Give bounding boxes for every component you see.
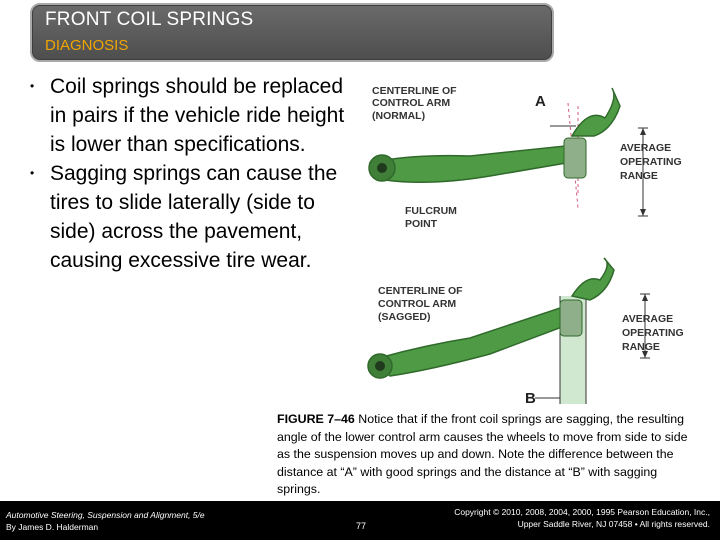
bottom-avg-label-1: AVERAGE — [622, 313, 673, 325]
page-number: 77 — [356, 521, 367, 531]
bullet-text: Coil springs should be replaced in pairs… — [50, 75, 345, 156]
spindle-shape — [570, 87, 621, 137]
bottom-avg-label-2: OPERATING — [622, 327, 684, 339]
top-avg-label-3: RANGE — [620, 170, 658, 182]
sagged-control-arm-diagram: CENTERLINE OF CONTROL ARM (SAGGED) B AVE… — [367, 257, 684, 407]
figure-label: FIGURE 7–46 — [277, 412, 355, 426]
bullet-text: Sagging springs can cause the tires to s… — [50, 162, 338, 272]
bullet-list: • Coil springs should be replaced in pai… — [22, 72, 352, 275]
top-centerline-label-2: CONTROL ARM — [372, 97, 450, 109]
fulcrum-label-2: POINT — [405, 218, 438, 230]
book-author: By James D. Halderman — [6, 522, 99, 532]
slide-title: FRONT COIL SPRINGS — [45, 9, 254, 30]
fulcrum-label-1: FULCRUM — [405, 205, 457, 217]
top-centerline-label-3: (NORMAL) — [372, 110, 425, 122]
top-avg-label-2: OPERATING — [620, 156, 682, 168]
marker-b: B — [525, 390, 536, 407]
slide-subtitle: DIAGNOSIS — [45, 37, 129, 54]
marker-a: A — [535, 93, 546, 110]
title-banner — [30, 3, 554, 62]
publisher-line: Upper Saddle River, NJ 07458 • All right… — [517, 519, 710, 529]
copyright-line: Copyright © 2010, 2008, 2004, 2000, 1995… — [454, 507, 710, 517]
bottom-avg-label-3: RANGE — [622, 341, 660, 353]
control-arm-shape — [368, 145, 574, 183]
top-centerline-label-1: CENTERLINE OF — [372, 85, 457, 97]
bottom-centerline-label-1: CENTERLINE OF — [378, 285, 463, 297]
bottom-centerline-label-2: CONTROL ARM — [378, 298, 456, 310]
bullet-item: • Coil springs should be replaced in pai… — [22, 72, 352, 159]
sagged-spindle-shape — [570, 257, 615, 301]
bullet-item: • Sagging springs can cause the tires to… — [22, 159, 352, 275]
top-avg-label-1: AVERAGE — [620, 142, 671, 154]
figure-caption: FIGURE 7–46 Notice that if the front coi… — [277, 411, 697, 499]
book-title: Automotive Steering, Suspension and Alig… — [6, 510, 205, 520]
normal-control-arm-diagram: CENTERLINE OF CONTROL ARM (NORMAL) A AVE… — [368, 85, 682, 230]
footer-copyright: Copyright © 2010, 2008, 2004, 2000, 1995… — [454, 506, 710, 530]
footer-book-info: Automotive Steering, Suspension and Alig… — [6, 509, 205, 533]
bottom-centerline-label-3: (SAGGED) — [378, 311, 431, 323]
footer-bar: Automotive Steering, Suspension and Alig… — [0, 501, 720, 540]
figure-caption-text: Notice that if the front coil springs ar… — [277, 412, 688, 496]
bullet-icon: • — [30, 166, 35, 180]
bullet-icon: • — [30, 79, 35, 93]
control-arm-figure: CENTERLINE OF CONTROL ARM (NORMAL) A AVE… — [367, 85, 684, 407]
